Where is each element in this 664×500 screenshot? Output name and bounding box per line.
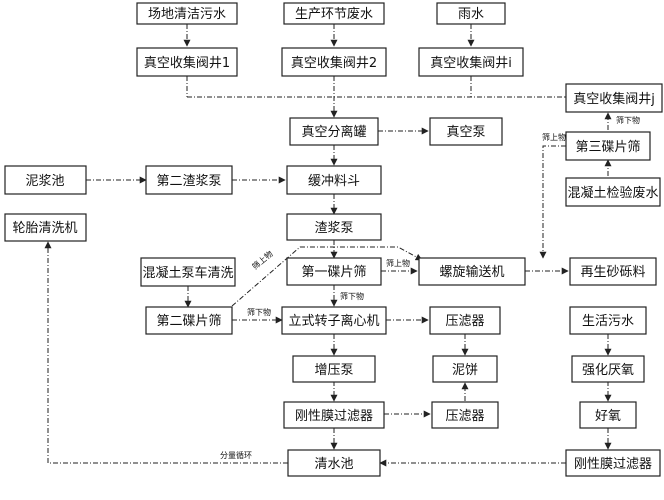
node-filter-press-2: 压滤器 xyxy=(431,401,499,429)
node-label: 泥浆池 xyxy=(25,174,64,189)
node-vacuum-well-j: 真空收集阀井j xyxy=(565,83,663,113)
node-aerobic: 好氧 xyxy=(579,401,637,429)
node-label: 渣浆泵 xyxy=(314,221,353,236)
edge-second-screen-to-screw xyxy=(231,246,423,307)
edge-third-screen-to-recycled xyxy=(539,145,566,259)
label-undersize-2: 筛下物 xyxy=(247,307,271,317)
node-label: 刚性膜过滤器 xyxy=(574,457,652,472)
node-vacuum-separation-tank: 真空分离罐 xyxy=(289,117,379,146)
node-label: 压滤器 xyxy=(445,314,484,329)
node-label: 真空泵 xyxy=(446,125,485,140)
node-label: 混凝土检验废水 xyxy=(567,185,658,201)
label-oversize-2: 筛上物 xyxy=(250,248,275,271)
node-label: 场地清洁污水 xyxy=(148,7,226,22)
edge-labels: 筛下物 筛上物 筛上物 筛上物 筛下物 筛下物 分量循环 xyxy=(220,115,640,460)
label-oversize-3: 筛上物 xyxy=(542,132,566,142)
node-label: 轮胎清洗机 xyxy=(12,221,77,236)
node-vacuum-pump: 真空泵 xyxy=(429,117,503,146)
node-vacuum-well-2: 真空收集阀井2 xyxy=(281,47,387,77)
node-first-vibrating-screen: 第一碟片筛 xyxy=(286,257,382,286)
node-label: 清水池 xyxy=(314,457,353,472)
node-label: 生产环节废水 xyxy=(295,6,373,22)
node-vertical-centrifuge: 立式转子离心机 xyxy=(281,306,387,335)
node-label: 混凝土泵车清洗 xyxy=(142,265,233,281)
node-label: 好氧 xyxy=(595,409,621,424)
node-mud-cake: 泥饼 xyxy=(432,355,498,383)
edges xyxy=(44,24,612,467)
label-oversize-1: 筛上物 xyxy=(386,258,410,268)
node-label: 第二渣浆泵 xyxy=(156,174,221,189)
node-label: 生活污水 xyxy=(582,314,634,329)
node-recycled-aggregate: 再生砂砾料 xyxy=(569,257,657,286)
node-enhanced-anaerobic: 强化厌氧 xyxy=(571,355,645,383)
node-site-cleaning-water: 场地清洁污水 xyxy=(136,2,238,25)
node-label: 真空收集阀井2 xyxy=(291,55,377,71)
node-concrete-truck-cleaning: 混凝土泵车清洗 xyxy=(140,257,236,287)
node-buffer-hopper: 缓冲料斗 xyxy=(286,165,382,195)
node-label: 缓冲料斗 xyxy=(308,174,360,189)
node-tire-washer: 轮胎清洗机 xyxy=(4,213,87,242)
node-slurry-pump: 渣浆泵 xyxy=(286,213,382,241)
node-concrete-test-wastewater: 混凝土检验废水 xyxy=(565,177,661,207)
node-label: 真空收集阀井j xyxy=(573,91,655,107)
nodes: 场地清洁污水 生产环节废水 雨水 真空收集阀井1 真空收集阀井2 真空收集阀井i… xyxy=(4,2,663,477)
node-filter-press-1: 压滤器 xyxy=(429,306,501,335)
node-booster-pump: 增压泵 xyxy=(292,355,376,383)
node-label: 泥饼 xyxy=(452,363,478,378)
node-third-vibrating-screen: 第三碟片筛 xyxy=(565,131,651,161)
node-rain-water: 雨水 xyxy=(436,2,506,25)
edge-clear-pool-to-tire-washer xyxy=(44,241,288,464)
node-vacuum-well-1: 真空收集阀井1 xyxy=(136,47,238,77)
node-production-wastewater: 生产环节废水 xyxy=(283,2,385,25)
node-second-vibrating-screen: 第二碟片筛 xyxy=(145,306,233,335)
node-vacuum-well-i: 真空收集阀井i xyxy=(418,47,524,77)
node-label: 第一碟片筛 xyxy=(301,265,366,280)
node-label: 再生砂砾料 xyxy=(580,265,645,280)
node-label: 强化厌氧 xyxy=(582,363,634,378)
label-recirculation: 分量循环 xyxy=(220,450,252,460)
node-label: 立式转子离心机 xyxy=(288,313,379,329)
node-label: 第二碟片筛 xyxy=(156,314,221,329)
node-mud-pool: 泥浆池 xyxy=(4,165,87,195)
node-domestic-sewage: 生活污水 xyxy=(569,306,647,335)
label-undersize-1: 筛下物 xyxy=(340,291,364,301)
node-label: 真空收集阀井1 xyxy=(144,55,230,71)
node-label: 螺旋输送机 xyxy=(439,264,504,280)
node-clear-water-pool: 清水池 xyxy=(287,449,381,477)
node-label: 第三碟片筛 xyxy=(575,140,640,155)
label-undersize-j: 筛下物 xyxy=(616,115,640,125)
node-second-slurry-pump: 第二渣浆泵 xyxy=(145,165,233,195)
node-screw-conveyor: 螺旋输送机 xyxy=(418,257,526,286)
node-rigid-membrane-filter-1: 刚性膜过滤器 xyxy=(283,401,385,429)
node-label: 真空收集阀井i xyxy=(430,55,512,71)
node-label: 增压泵 xyxy=(314,363,353,378)
node-label: 雨水 xyxy=(458,7,484,22)
node-label: 压滤器 xyxy=(445,409,484,424)
node-label: 真空分离罐 xyxy=(301,124,366,140)
node-rigid-membrane-filter-2: 刚性膜过滤器 xyxy=(565,449,661,477)
node-label: 刚性膜过滤器 xyxy=(295,409,373,424)
